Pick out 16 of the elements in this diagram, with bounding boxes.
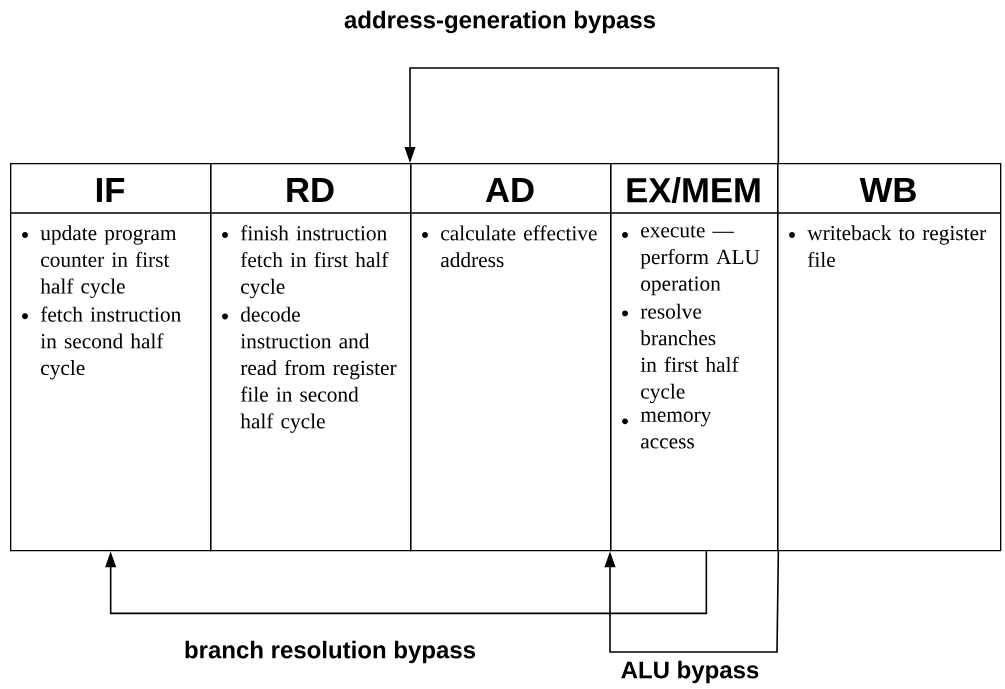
stage-heading: AD bbox=[485, 178, 534, 202]
stage-heading: RD bbox=[287, 178, 334, 202]
bullet-item: memory access bbox=[622, 411, 712, 449]
edge-label: branch resolution bypass bbox=[182, 639, 478, 665]
bullet-item: writeback to register file bbox=[789, 225, 986, 267]
stage-heading: EX/MEM bbox=[627, 177, 760, 203]
edge-label: ALU bypass bbox=[619, 659, 761, 685]
bypass-arrow bbox=[105, 550, 708, 615]
stage-heading: IF bbox=[96, 178, 125, 202]
bullet-item: calculate effective address bbox=[422, 225, 597, 268]
stage-heading: WB bbox=[859, 178, 916, 202]
bullet-item: fetch instruction in second half cycle bbox=[22, 306, 181, 380]
bypass-arrow bbox=[404, 67, 780, 164]
bypass-arrow bbox=[604, 550, 780, 653]
edge-label: address-generation bypass bbox=[342, 9, 658, 35]
bullet-item: decode instruction and read from register file in second half cycle bbox=[222, 306, 397, 433]
